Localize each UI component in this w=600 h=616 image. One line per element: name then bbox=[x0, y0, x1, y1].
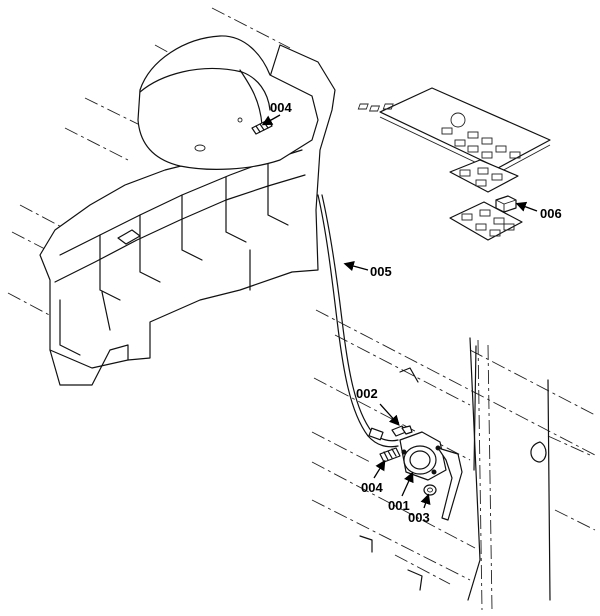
callout-label: 004 bbox=[270, 100, 292, 115]
tank-filler-dome bbox=[137, 35, 319, 170]
callout-005: 005 bbox=[343, 261, 392, 279]
side-panel bbox=[359, 337, 551, 601]
callout-label: 003 bbox=[408, 510, 430, 525]
callout-001: 001 bbox=[388, 471, 414, 513]
callout-label: 006 bbox=[540, 206, 562, 221]
callout-label: 001 bbox=[388, 498, 410, 513]
fuel-hose bbox=[317, 194, 399, 448]
control-panel-assembly bbox=[357, 87, 551, 241]
callout-003: 003 bbox=[408, 493, 431, 525]
callout-label: 004 bbox=[361, 480, 383, 495]
breather-fitting-bottom bbox=[379, 447, 401, 463]
callout-label: 002 bbox=[356, 386, 378, 401]
hose-fitting bbox=[391, 425, 413, 437]
callout-004-bottom: 004 bbox=[361, 459, 386, 495]
callout-002: 002 bbox=[356, 386, 400, 426]
fuel-sender-assembly bbox=[399, 431, 463, 521]
callout-label: 005 bbox=[370, 264, 392, 279]
callout-006: 006 bbox=[515, 201, 562, 221]
callout-004-top: 004 bbox=[261, 100, 292, 126]
